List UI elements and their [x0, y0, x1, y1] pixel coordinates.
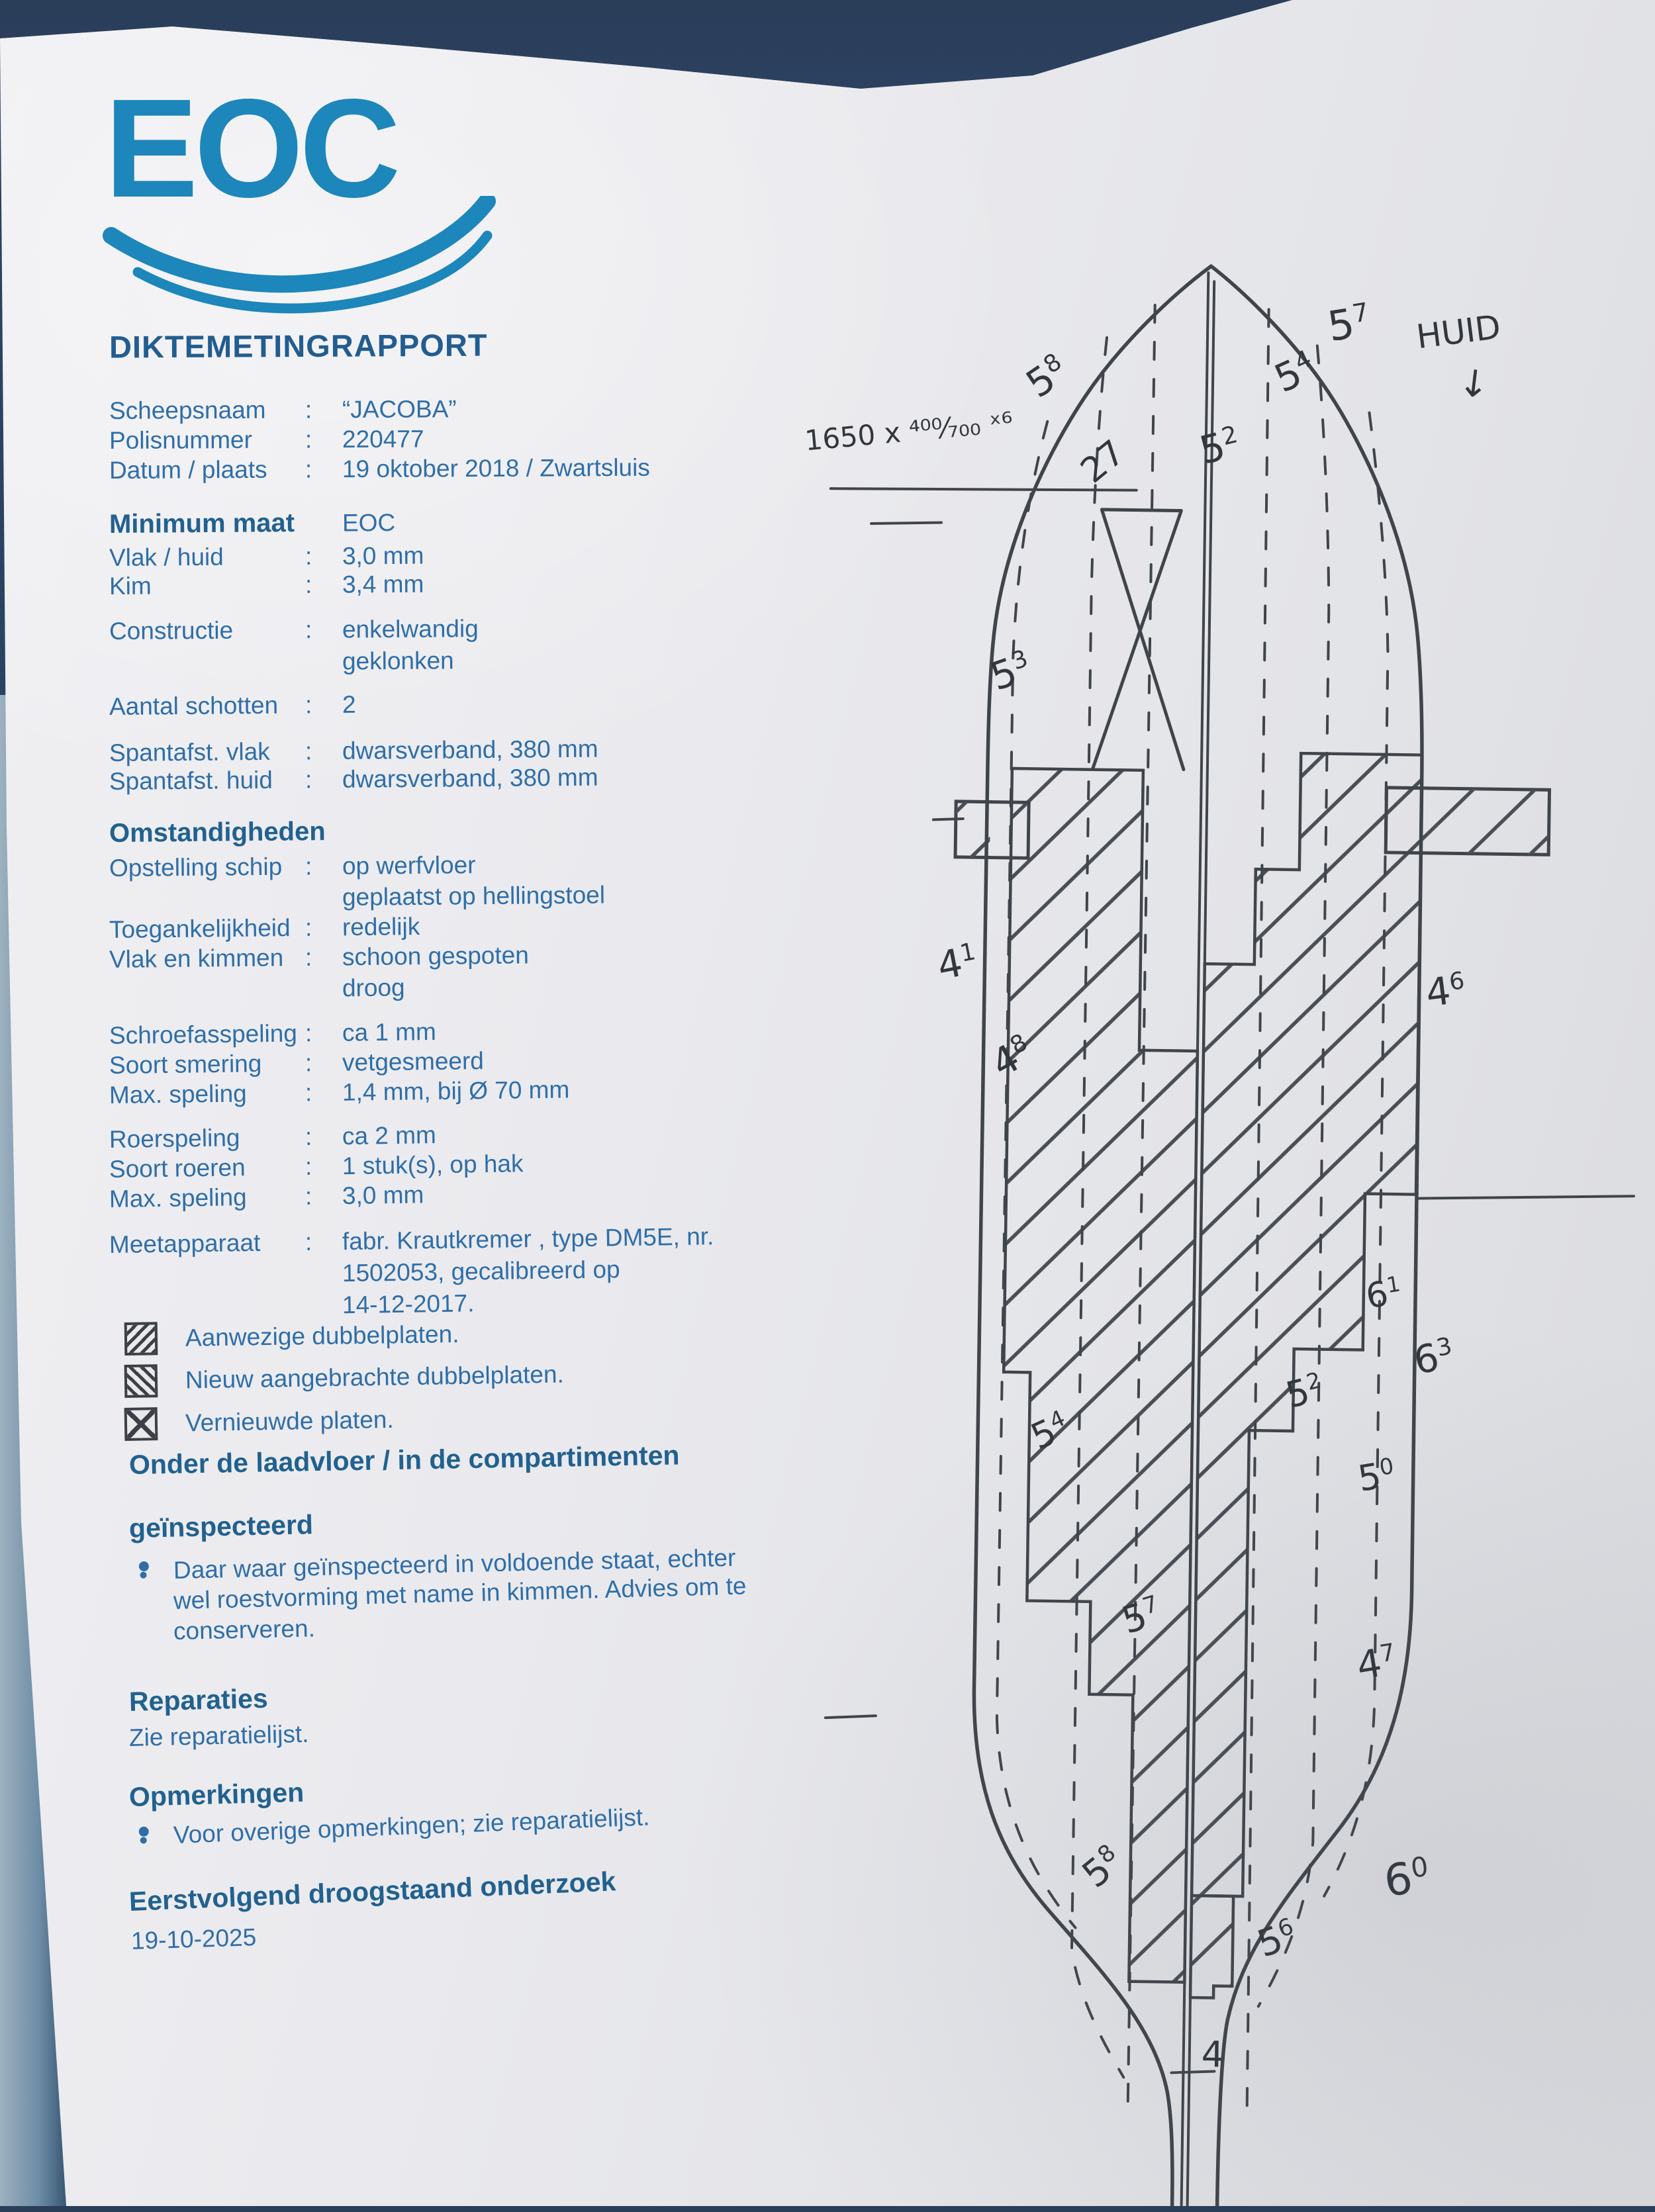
plate-right: [1190, 751, 1424, 1898]
tick-lines: [824, 487, 1635, 2074]
eoc-logo-text: EOC: [105, 69, 401, 226]
eoc-logo: EOC: [103, 69, 568, 343]
left-tab-hatch: [955, 801, 991, 858]
plate-keel: [1188, 1894, 1235, 2000]
bowtie-mark: [1091, 508, 1186, 772]
wave-swoosh-icon: [103, 196, 496, 314]
hull-outline-left: [972, 264, 1213, 2206]
keel-line: [1180, 271, 1216, 2206]
hull-outline-right: [1209, 264, 1424, 2206]
right-tab-hatch: [1422, 788, 1550, 855]
plate-left: [1002, 766, 1200, 1984]
